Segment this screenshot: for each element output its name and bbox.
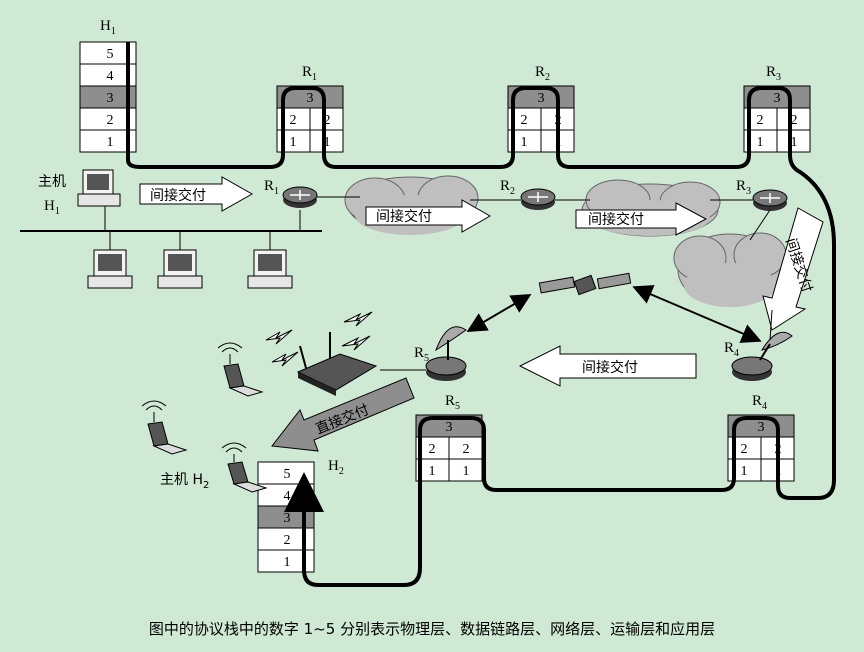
figure-caption: 图中的协议栈中的数字 1~5 分别表示物理层、数据链路层、网络层、运输层和应用层: [148, 620, 716, 638]
link-r3-cloud: [749, 209, 771, 241]
h1-layer-2: 2: [107, 113, 114, 128]
r4-layer-3: 3: [758, 420, 765, 435]
router-r5-label: R5: [414, 345, 429, 364]
r5-layer-2-right: 2: [463, 442, 470, 457]
wireless-laptop-icon-2: [141, 400, 188, 455]
r3-layer-2-right: 2: [791, 113, 798, 128]
h2-layer-3: 3: [284, 511, 291, 526]
host-h1-prefix: 主机: [38, 174, 66, 190]
pc-icon-3: [247, 249, 293, 289]
r2-protocol-stack: 3 2 2 1 1 R2: [507, 64, 575, 153]
indirect-delivery-arrow-1: 间接交付: [139, 176, 254, 212]
router-r3-icon: [752, 189, 788, 211]
r1-layer-1-right: 1: [324, 135, 331, 150]
router-r2-label: R2: [500, 178, 515, 197]
r3-protocol-stack: 3 2 2 1 1 R3: [743, 64, 811, 153]
direct-delivery-arrow: 直接交付: [271, 377, 415, 452]
r5-layer-2-left: 2: [429, 442, 436, 457]
indirect-delivery-label-3: 间接交付: [588, 211, 644, 228]
router-r5-icon: [425, 326, 467, 381]
router-r2-icon: [520, 188, 556, 210]
r4-protocol-stack: 3 2 2 1 1 R4: [727, 393, 795, 482]
r1-protocol-stack: 3 2 2 1 1 R1: [276, 64, 344, 153]
r1-stack-label: R1: [302, 64, 317, 83]
r3-stack-label: R3: [766, 64, 781, 83]
r2-layer-3: 3: [538, 91, 545, 106]
h2-layer-2: 2: [284, 533, 291, 548]
h1-stack-label: H1: [100, 18, 116, 37]
router-r4-icon: [731, 331, 793, 381]
lightning-icon-4: [341, 335, 371, 351]
h1-layer-1: 1: [107, 135, 114, 150]
lightning-icon-3: [343, 311, 373, 327]
h2-layer-4: 4: [284, 489, 291, 504]
r4-stack-label: R4: [752, 393, 767, 412]
r4-layer-1-left: 1: [741, 464, 748, 479]
r3-layer-2-left: 2: [757, 113, 764, 128]
satellite-link-r4: [632, 285, 762, 343]
r1-layer-2-left: 2: [290, 113, 297, 128]
wireless-laptop-icon-1: [217, 342, 264, 397]
indirect-delivery-arrow-2: 间接交付: [365, 199, 492, 233]
router-r3-label: R3: [736, 178, 751, 197]
pc-icon-2: [157, 249, 203, 289]
r2-layer-2-left: 2: [521, 113, 528, 128]
r2-layer-1-left: 1: [521, 135, 528, 150]
satellite-link-r5: [466, 293, 532, 333]
h2-layer-5: 5: [284, 467, 291, 482]
host-h2-laptop-icon: [221, 442, 268, 493]
r5-layer-3: 3: [446, 420, 453, 435]
h1-layer-3: 3: [107, 91, 114, 106]
r3-layer-1-right: 1: [791, 135, 798, 150]
indirect-delivery-label-5: 间接交付: [582, 359, 638, 376]
r1-layer-1-left: 1: [290, 135, 297, 150]
host-h1-label: H1: [44, 198, 60, 217]
router-r1-icon: [282, 186, 318, 208]
satellite-icon: [538, 272, 632, 296]
indirect-delivery-arrow-3: 间接交付: [575, 202, 708, 236]
r1-layer-2-right: 2: [324, 113, 331, 128]
indirect-delivery-label-2: 间接交付: [376, 208, 432, 225]
pc-icon-1: [87, 249, 133, 289]
r5-layer-1-right: 1: [463, 464, 470, 479]
router-r1-label: R1: [264, 178, 279, 197]
lightning-icon-2: [271, 351, 299, 367]
h1-layer-5: 5: [107, 47, 114, 62]
h2-layer-1: 1: [284, 555, 291, 570]
link-cloud-r4: [769, 309, 773, 341]
r3-layer-1-left: 1: [757, 135, 764, 150]
indirect-delivery-label-1: 间接交付: [150, 187, 206, 204]
host-h1-computer-icon: [77, 169, 121, 207]
r1-layer-3: 3: [307, 91, 314, 106]
host-h2-label: 主机 H2: [160, 472, 209, 491]
r5-stack-label: R5: [445, 393, 460, 412]
router-r4-label: R4: [724, 340, 739, 359]
network-cloud-3: [673, 232, 787, 307]
r5-layer-1-left: 1: [429, 464, 436, 479]
h1-layer-4: 4: [107, 69, 114, 84]
r5-protocol-stack: 3 2 2 1 1 R5: [415, 393, 483, 482]
indirect-delivery-arrow-5: 间接交付: [518, 345, 697, 387]
h2-stack-label: H2: [328, 458, 344, 477]
network-cloud-1: [344, 175, 479, 235]
r2-stack-label: R2: [535, 64, 550, 83]
h2-protocol-stack: 5 4 3 2 1 H2: [257, 458, 344, 573]
lightning-icon-1: [265, 329, 293, 345]
h1-protocol-stack: 5 4 3 2 1 H1: [79, 18, 137, 153]
data-path: [126, 42, 836, 587]
r4-layer-2-left: 2: [741, 442, 748, 457]
wireless-access-point-icon: [296, 332, 378, 396]
r3-layer-3: 3: [774, 91, 781, 106]
